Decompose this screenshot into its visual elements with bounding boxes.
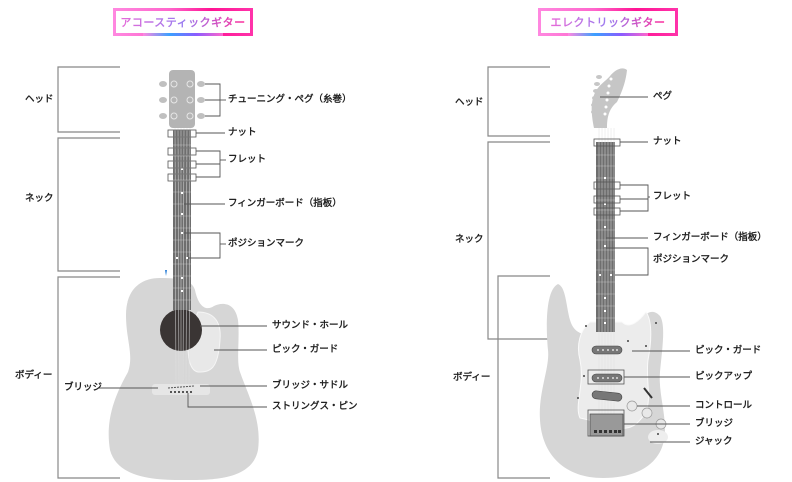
electric-section-neck: ネック: [455, 234, 484, 245]
acoustic-label-position-mark: ポジションマーク: [228, 238, 305, 249]
acoustic-body: [108, 278, 259, 480]
acoustic-label-pegs: チューニング・ペグ（糸巻）: [228, 94, 352, 105]
acoustic-section-neck: ネック: [25, 193, 54, 204]
electric-section-brackets: [487, 66, 550, 479]
electric-label-peg: ペグ: [653, 91, 673, 102]
electric-label-pick-guard: ピック・ガード: [695, 345, 762, 356]
electric-title: エレクトリックギター: [538, 8, 678, 36]
acoustic-label-fret: フレット: [228, 154, 267, 165]
acoustic-label-pick-guard: ピック・ガード: [272, 344, 339, 355]
electric-label-jack: ジャック: [695, 436, 733, 447]
acoustic-section-body: ボディー: [15, 370, 53, 381]
acoustic-label-string-pin: ストリングス・ピン: [272, 401, 358, 412]
acoustic-label-bridge: ブリッジ: [64, 382, 103, 393]
electric-section-body: ボディー: [453, 372, 491, 383]
acoustic-title: アコースティックギター: [113, 8, 253, 36]
acoustic-label-bridge-saddle: ブリッジ・サドル: [272, 380, 349, 391]
acoustic-label-fingerboard: フィンガーボード（指板）: [228, 198, 342, 209]
acoustic-label-nut: ナット: [228, 127, 257, 138]
acoustic-guitar: [98, 70, 267, 480]
acoustic-label-sound-hole: サウンド・ホール: [272, 320, 349, 331]
electric-label-fret: フレット: [653, 191, 692, 202]
acoustic-section-head: ヘッド: [25, 94, 54, 105]
electric-headstock: [591, 68, 627, 128]
electric-label-position-mark: ポジションマーク: [653, 254, 730, 265]
electric-label-pickup: ピックアップ: [695, 371, 753, 382]
electric-label-nut: ナット: [653, 136, 682, 147]
electric-label-control: コントロール: [695, 400, 753, 411]
electric-section-head: ヘッド: [455, 97, 484, 108]
electric-label-fingerboard: フィンガーボード（指板）: [653, 232, 767, 243]
electric-guitar: [539, 68, 690, 478]
acoustic-section-brackets: [57, 66, 120, 479]
electric-label-bridge: ブリッジ: [695, 418, 734, 429]
